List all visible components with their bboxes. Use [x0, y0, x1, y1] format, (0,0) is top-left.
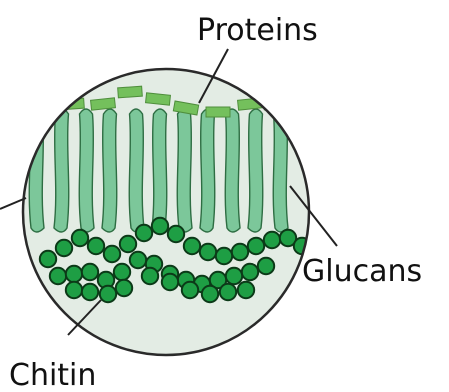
- chitin-bead: [82, 264, 98, 280]
- chitin-bead: [72, 230, 88, 246]
- chitin-bead: [56, 240, 72, 256]
- chitin-label: Chitin: [9, 358, 96, 392]
- glucan-strand: [29, 109, 44, 232]
- glucans-label: Glucans: [302, 254, 422, 289]
- chitin-bead: [104, 246, 120, 262]
- protein-block: [146, 93, 171, 105]
- chitin-bead: [88, 238, 104, 254]
- chitin-bead: [182, 282, 198, 298]
- chitin-bead: [100, 286, 116, 302]
- chitin-bead: [40, 251, 56, 267]
- chitin-bead: [130, 252, 146, 268]
- glucan-strand: [177, 109, 192, 232]
- chitin-bead: [50, 268, 66, 284]
- protein-block: [91, 98, 116, 110]
- chitin-bead: [168, 226, 184, 242]
- chitin-bead: [136, 225, 152, 241]
- glucan-strand: [152, 109, 167, 232]
- glucan-strand: [129, 109, 144, 232]
- chitin-bead: [216, 248, 232, 264]
- glucan-strand: [248, 109, 263, 232]
- chitin-bead: [152, 218, 168, 234]
- protein-block: [206, 107, 230, 117]
- chitin-bead: [82, 284, 98, 300]
- chitin-bead: [232, 244, 248, 260]
- chitin-bead: [66, 266, 82, 282]
- glucan-strand: [225, 109, 240, 232]
- chitin-bead: [114, 264, 130, 280]
- glucan-strand: [54, 109, 69, 232]
- chitin-bead: [226, 268, 242, 284]
- protein-block: [118, 86, 143, 98]
- proteins-label: Proteins: [197, 13, 318, 48]
- chitin-bead: [264, 232, 280, 248]
- protein-block: [264, 98, 289, 110]
- glucan-strand: [79, 109, 94, 232]
- chitin-bead: [200, 244, 216, 260]
- chitin-bead: [184, 238, 200, 254]
- glucan-strand: [200, 109, 215, 232]
- glucan-strand: [102, 109, 117, 232]
- chitin-bead: [66, 282, 82, 298]
- chitin-bead: [202, 286, 218, 302]
- chitin-bead: [242, 264, 258, 280]
- chitin-bead: [258, 258, 274, 274]
- chitin-bead: [142, 268, 158, 284]
- glucan-layer: [29, 109, 288, 232]
- chitin-bead: [294, 238, 310, 254]
- chitin-bead: [120, 236, 136, 252]
- chitin-bead: [238, 282, 254, 298]
- chitin-bead: [248, 238, 264, 254]
- chitin-bead: [162, 274, 178, 290]
- chitin-bead: [116, 280, 132, 296]
- chitin-bead: [220, 284, 236, 300]
